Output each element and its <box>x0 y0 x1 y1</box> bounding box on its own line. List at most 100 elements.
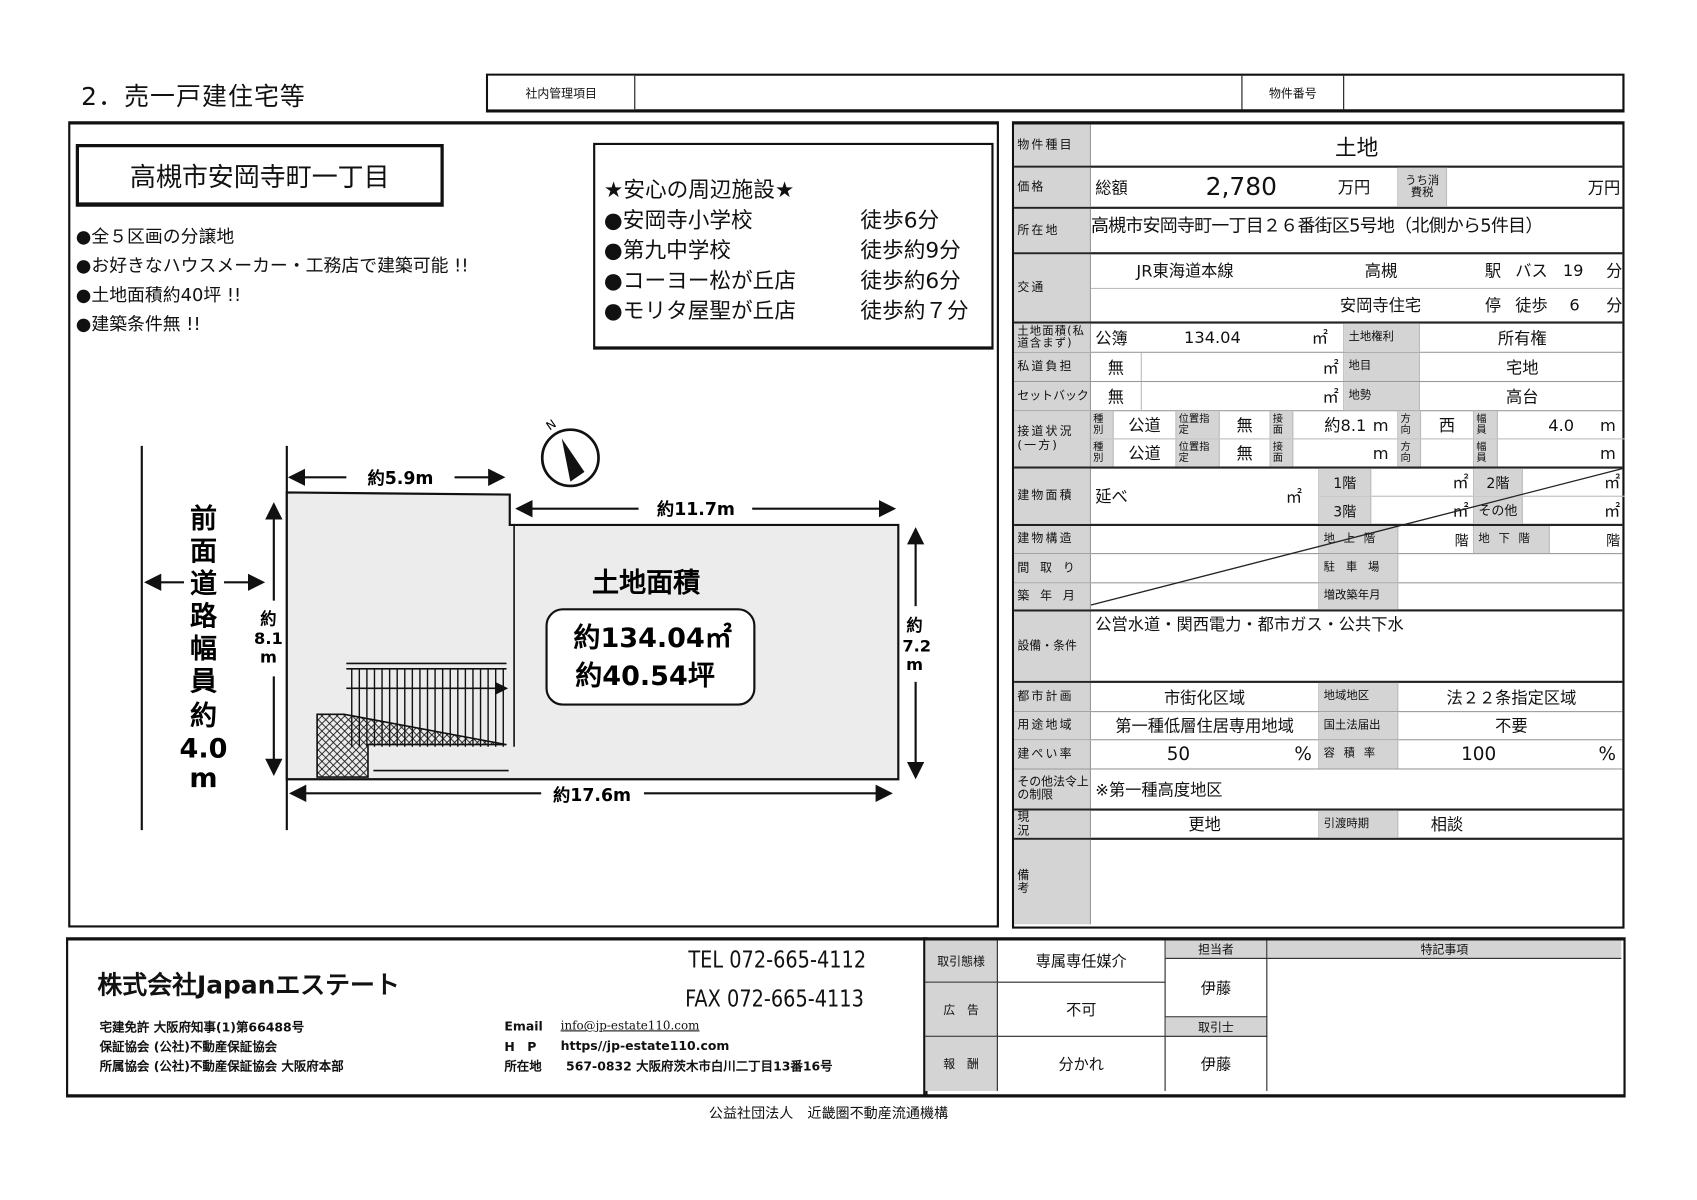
sqm-unit: ㎡ <box>1371 496 1475 524</box>
hp-label: H P <box>504 1039 537 1055</box>
label-built: 築年月 <box>1014 583 1091 610</box>
label-setback: セットバック <box>1014 382 1091 411</box>
nearby-facilities-box: ★安心の周辺施設★ ●安岡寺小学校 徒歩6分 ●第九中学校 徒歩約9分 ●コーヨ… <box>593 142 994 350</box>
private-road: 無 <box>1091 352 1142 381</box>
road-access-kind-label-text: 種別 <box>1093 412 1104 436</box>
road-access-kind-label: 種別 <box>1090 411 1114 439</box>
label-type: 物件種目 <box>1014 124 1091 166</box>
label-layout: 間取り <box>1014 554 1091 583</box>
percent-unit: % <box>1294 743 1312 766</box>
label-address: 所在地 <box>1014 208 1091 253</box>
far: 100 <box>1461 743 1497 766</box>
label-special-notes: 特記事項 <box>1267 940 1622 959</box>
land-right: 所有権 <box>1497 328 1547 348</box>
property-type: 土地 <box>1335 133 1379 160</box>
road-access-kind-text: 公道 <box>1128 443 1161 464</box>
label-facilities: 設備・条件 <box>1014 611 1091 681</box>
utilities: 公営水道・関西電力・都市ガス・公共下水 <box>1095 614 1404 635</box>
building-total-cell: 延べ ㎡ <box>1091 468 1320 524</box>
label-broker: 取引士 <box>1165 1017 1268 1037</box>
price-value: 2,780 <box>1205 173 1277 202</box>
feature-bullet: ●建築条件無 !! <box>75 313 201 335</box>
document-title: 2．売一戸建住宅等 <box>81 83 306 112</box>
transaction-table: 取引態様 専属専任媒介 広 告 不可 報 酬 分かれ 担当者 伊藤 取引士 伊藤… <box>923 937 1626 1098</box>
label-land-right: 土地権利 <box>1344 323 1420 352</box>
sqm-unit: ㎡ <box>1285 487 1303 507</box>
road-access-width-label-text: 幅員 <box>1476 441 1487 464</box>
road-access-direction-label: 方向 <box>1398 411 1422 439</box>
advertising: 不可 <box>997 982 1166 1037</box>
tax-unit: 万円 <box>1587 178 1621 198</box>
property-spec-table: 物件種目 土地 価格 総額 2,780 万円 うち消費税 万円 所在地 高槻市安… <box>1011 121 1625 929</box>
road-access-frontage-text: 約8.1 <box>1324 415 1367 436</box>
company-name: 株式会社Japanエステート <box>97 971 400 1001</box>
facility-time: 徒歩6分 <box>860 206 940 233</box>
email-link[interactable]: info@jp-estate110.com <box>560 1018 700 1033</box>
website-link[interactable]: https//jp-estate110.com <box>560 1037 730 1054</box>
chimoku: 宅地 <box>1506 357 1539 378</box>
transport-mode: バス <box>1515 261 1548 282</box>
broker: 伊藤 <box>1166 1036 1268 1091</box>
label-city-plan: 都市計画 <box>1014 682 1091 712</box>
label-below-ground: 地下階 <box>1474 525 1550 554</box>
land-area-cell: 公簿 134.04 ㎡ <box>1091 323 1345 352</box>
label-remarks: 備考 <box>1014 839 1091 925</box>
label-parking: 駐車場 <box>1319 554 1399 583</box>
label-land-law: 国土法届出 <box>1319 712 1399 740</box>
facility-time: 徒歩約9分 <box>860 237 961 263</box>
train-line: JR東海道本線 <box>1136 261 1234 282</box>
property-overview-panel <box>68 121 999 928</box>
facility-name: ●第九中学校 <box>603 237 732 263</box>
road-access-direction-label-text: 方向 <box>1400 412 1411 436</box>
sqm-unit: ㎡ <box>1142 382 1345 411</box>
minutes-unit: 分 <box>1606 295 1623 316</box>
tax-label: うち消費税 <box>1398 167 1448 207</box>
terrain: 高台 <box>1506 386 1539 407</box>
road-access-designation: 無 <box>1220 411 1271 439</box>
email-label: Email <box>504 1018 543 1034</box>
built-value <box>1091 583 1320 610</box>
price-unit: 万円 <box>1337 178 1371 198</box>
station: 高槻 <box>1364 261 1398 282</box>
road-access-direction-label-text: 方向 <box>1400 441 1411 464</box>
label-advertising: 広 告 <box>925 982 998 1037</box>
road-access-direction: 西 <box>1421 411 1475 439</box>
road-access-width-text: 4.0 <box>1548 415 1575 435</box>
road-access-designation: 無 <box>1220 439 1271 467</box>
floors-unit: 階 <box>1398 525 1475 554</box>
address: 高槻市安岡寺町一丁目２６番街区5号地（北側から5件目） <box>1090 215 1543 236</box>
person-in-charge: 伊藤 <box>1165 958 1268 1018</box>
building-total-label: 延べ <box>1095 487 1128 507</box>
feature-bullet: ●土地面積約40坪 !! <box>75 284 242 306</box>
tel: TEL 072-665-4112 <box>688 947 867 973</box>
fax: FAX 072-665-4113 <box>685 985 864 1012</box>
price-cell: 総額 2,780 万円 <box>1091 167 1399 207</box>
road-access-kind-label-text: 種別 <box>1093 441 1104 464</box>
road-access-direction-label: 方向 <box>1398 439 1422 467</box>
sqm-unit: ㎡ <box>1371 468 1475 496</box>
road-access-designation-text: 無 <box>1236 415 1253 436</box>
road-access-direction <box>1421 439 1475 467</box>
label-fee: 報 酬 <box>925 1036 998 1091</box>
floors-unit: 階 <box>1606 533 1621 550</box>
label-other-law: その他法令上の制限 <box>1014 769 1091 809</box>
meter-unit: m <box>1372 443 1389 463</box>
road-access-designation-label: 位置指定 <box>1176 411 1220 439</box>
far-cell: 100 % <box>1398 740 1624 768</box>
road-access-kind: 公道 <box>1114 439 1177 467</box>
sqm-unit: ㎡ <box>1603 472 1621 493</box>
price-total-label: 総額 <box>1095 178 1128 198</box>
label-structure: 建物構造 <box>1014 525 1091 554</box>
fee: 分かれ <box>998 1036 1166 1091</box>
setback: 無 <box>1091 382 1142 411</box>
town-name: 高槻市安岡寺町一丁目 <box>75 143 444 207</box>
meter-unit: m <box>1600 443 1616 463</box>
meter-unit: m <box>1600 415 1616 435</box>
handover: 相談 <box>1430 814 1464 835</box>
facilities-title: ★安心の周辺施設★ <box>603 176 795 203</box>
road-access-width-label: 幅員 <box>1474 439 1498 467</box>
structure-value <box>1091 525 1320 554</box>
facility-name: ●安岡寺小学校 <box>603 206 753 233</box>
other-law: ※第一種高度地区 <box>1095 779 1223 800</box>
